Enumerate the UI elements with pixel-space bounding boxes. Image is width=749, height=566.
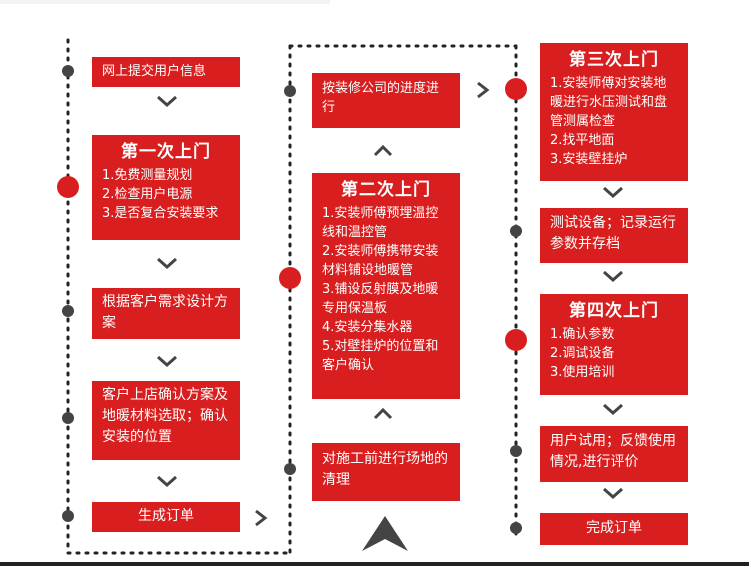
- step-line: 4.安装分集水器: [322, 320, 413, 335]
- chevron-down-icon: [603, 270, 623, 283]
- step-generate-order: 生成订单: [92, 502, 240, 532]
- big-dot: [279, 267, 301, 289]
- bottom-edge: [0, 562, 749, 566]
- step-text: 生成订单: [138, 508, 194, 524]
- step-line: 3.安装壁挂炉: [550, 152, 628, 167]
- step-user-trial: 用户试用；反馈使用情况,进行评价: [540, 426, 688, 482]
- small-dot: [284, 463, 296, 475]
- step-line: 2.安装师傅携带安装: [322, 244, 439, 259]
- step-line: 1.确认参数: [550, 327, 615, 342]
- chevron-up-icon: [373, 144, 393, 157]
- small-dot: [62, 510, 74, 522]
- step-line: 线和温控管: [322, 225, 388, 240]
- step-title: 第四次上门: [569, 301, 659, 321]
- step-text: 用户试用；反馈使用情况,进行评价: [550, 433, 676, 470]
- step-line: 3.铺设反射膜及地暖: [322, 282, 439, 297]
- step-line: 1.安装师傅对安装地: [550, 76, 667, 91]
- step-line: 暖进行水压测试和盘: [550, 95, 668, 110]
- step-title: 第三次上门: [569, 50, 659, 70]
- chevron-down-icon: [603, 403, 623, 416]
- small-dot: [510, 225, 522, 237]
- step-third-visit: 第三次上门 1.安装师傅对安装地 暖进行水压测试和盘 管测属检查 2.找平地面 …: [540, 43, 688, 181]
- big-dot: [57, 176, 79, 198]
- step-line: 3.使用培训: [550, 365, 615, 380]
- chevron-right-icon: [255, 509, 268, 527]
- step-second-visit: 第二次上门 1.安装师傅预埋温控 线和温控管 2.安装师傅携带安装 材料铺设地暖…: [312, 173, 460, 399]
- step-line: 3.是否复合安装要求: [102, 206, 219, 221]
- step-line: 1.免费测量规划: [102, 168, 193, 183]
- step-text: 完成订单: [586, 520, 642, 536]
- small-dot: [62, 65, 74, 77]
- step-text: 按装修公司的进度进行: [322, 81, 440, 115]
- step-design-plan: 根据客户需求设计方案: [92, 288, 240, 339]
- step-store-confirm: 客户上店确认方案及地暖材料选取；确认安装的位置: [92, 381, 240, 460]
- big-dot: [505, 329, 527, 351]
- chevron-up-icon: [373, 407, 393, 420]
- step-first-visit: 第一次上门 1.免费测量规划 2.检查用户电源 3.是否复合安装要求: [92, 135, 240, 240]
- step-text: 客户上店确认方案及地暖材料选取；确认安装的位置: [102, 387, 228, 445]
- chevron-down-icon: [603, 487, 623, 500]
- top-edge: [0, 0, 330, 4]
- step-complete-order: 完成订单: [540, 513, 688, 545]
- step-line: 2.检查用户电源: [102, 187, 193, 202]
- step-line: 2.调试设备: [550, 346, 615, 361]
- small-dot: [284, 85, 296, 97]
- step-line: 2.找平地面: [550, 133, 615, 148]
- step-fourth-visit: 第四次上门 1.确认参数 2.调试设备 3.使用培训: [540, 294, 688, 395]
- chevron-down-icon: [603, 186, 623, 199]
- small-dot: [510, 445, 522, 457]
- step-title: 第二次上门: [341, 180, 431, 200]
- chevron-down-icon: [157, 475, 177, 488]
- step-line: 客户确认: [322, 358, 375, 373]
- step-title: 第一次上门: [121, 142, 211, 162]
- chevron-down-icon: [157, 355, 177, 368]
- step-text: 测试设备；记录运行参数并存档: [550, 215, 676, 252]
- chevron-down-icon: [157, 257, 177, 270]
- step-submit-info: 网上提交用户信息: [92, 57, 240, 87]
- small-dot: [62, 305, 74, 317]
- chevron-down-icon: [157, 95, 177, 108]
- step-text: 根据客户需求设计方案: [102, 294, 228, 331]
- step-progress: 按装修公司的进度进行: [312, 73, 460, 128]
- step-text: 对施工前进行场地的清理: [322, 451, 448, 488]
- chevron-right-icon: [477, 81, 490, 99]
- step-line: 1.安装师傅预埋温控: [322, 206, 439, 221]
- step-site-clean: 对施工前进行场地的清理: [312, 443, 460, 501]
- step-line: 材料铺设地暖管: [322, 263, 414, 278]
- step-line: 专用保温板: [322, 301, 388, 316]
- step-test-equipment: 测试设备；记录运行参数并存档: [540, 208, 688, 263]
- big-dot: [505, 78, 527, 100]
- small-dot: [510, 522, 522, 534]
- big-up-arrow-icon: [362, 516, 408, 551]
- step-line: 管测属检查: [550, 114, 616, 129]
- small-dot: [62, 412, 74, 424]
- step-text: 网上提交用户信息: [102, 64, 207, 79]
- step-line: 5.对壁挂炉的位置和: [322, 339, 439, 354]
